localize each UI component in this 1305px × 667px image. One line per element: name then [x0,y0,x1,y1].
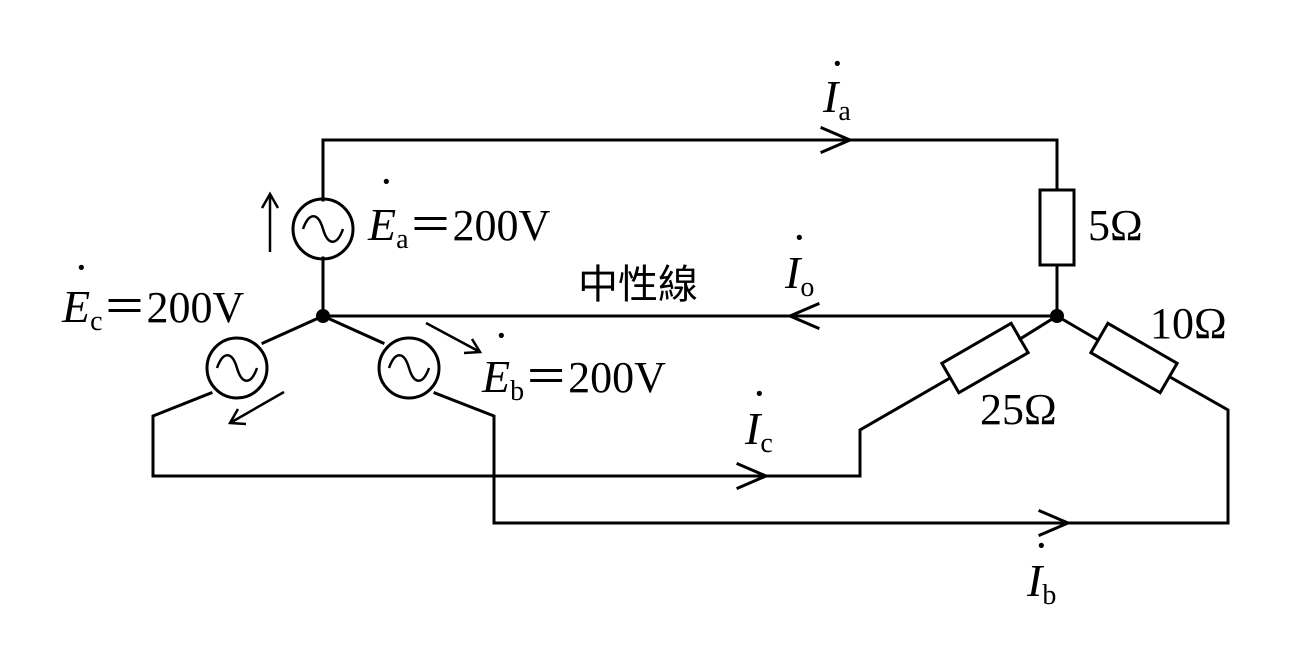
source-b-label: Eb＝200V [481,351,666,407]
arrow-down-right-icon [425,321,483,355]
wires [151,138,1230,525]
current-c-label: Ic [744,403,773,459]
source-neutral-node [316,309,330,323]
arrow-right-icon [736,462,770,490]
dot-mark: · [1034,521,1049,570]
wire-resistor-c-upper [1017,313,1060,342]
ac-source-b [377,336,441,400]
arrow-up-icon [260,191,280,252]
arrow-right-icon [820,126,854,154]
wire-resistor-b-upper [1054,313,1101,343]
dot-mark: · [379,157,394,206]
wire-phase-c [151,375,953,478]
source-c-label: Ec＝200V [61,281,245,337]
current-b-label: Ib [1026,555,1056,611]
dot-mark: · [792,213,807,262]
resistor-c [939,321,1031,395]
current-o-label: Io [784,247,814,303]
resistor-b [1088,321,1180,395]
sine-icon [387,354,431,382]
source-a-label: Ea＝200V [367,199,551,255]
resistor-c-label: 25Ω [980,385,1057,434]
current-a-label: Ia [822,71,851,127]
dot-mark: · [830,39,845,88]
arrow-down-left-icon [227,390,285,426]
wire-phase-a [321,138,1059,202]
dot-mark: · [752,369,767,418]
ac-source-a [291,197,355,261]
dot-mark: · [74,243,89,292]
arrow-left-icon [786,302,820,330]
ac-source-c [205,336,269,400]
load-neutral-node [1050,309,1064,323]
sine-icon [301,215,345,243]
resistor-a-label: 5Ω [1088,201,1143,250]
sine-icon [215,354,259,382]
wire-source-c-upper [261,314,325,345]
dot-mark: · [494,311,509,360]
arrow-right-icon [1038,509,1072,537]
resistor-a [1038,188,1076,267]
resistor-b-label: 10Ω [1150,299,1227,348]
wire-source-b-upper [321,314,385,345]
neutral-line-label: 中性線 [578,262,698,308]
wire-phase-b [433,374,1230,525]
